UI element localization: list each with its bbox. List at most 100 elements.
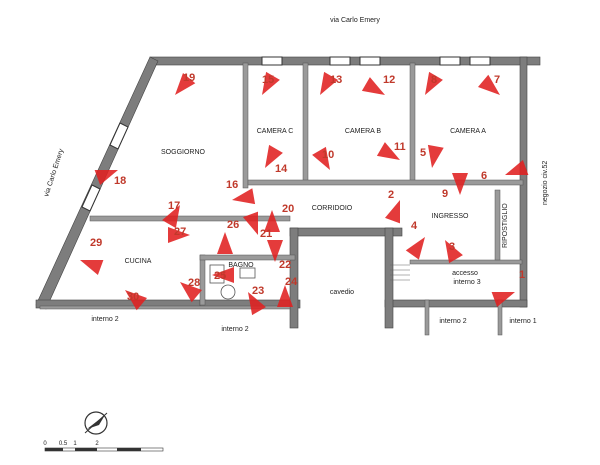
viewpoint-number: 24 [285,276,298,288]
viewpoint-marker: 17 [162,200,180,229]
room-cavedio: cavedio [330,289,354,296]
viewpoint-marker: 22 [267,240,291,271]
viewpoint-wedge-icon [478,74,500,95]
viewpoint-number: 25 [214,270,226,282]
viewpoint-number: 22 [279,259,291,271]
viewpoint-wedge-icon [248,292,266,316]
viewpoint-marker: 20 [264,203,294,232]
viewpoint-wedge-icon [94,170,118,185]
viewpoint-marker: 11 [376,141,406,160]
room-corridoio: CORRIDOIO [312,205,353,212]
viewpoint-number: 9 [442,188,448,200]
viewpoint-number: 18 [114,175,126,187]
viewpoint-wedge-icon [445,240,463,264]
scale-tick-3: 2 [95,441,99,447]
viewpoint-marker: 9 [442,173,468,200]
room-bagno: BAGNO [228,262,254,269]
viewpoint-wedge-icon [405,237,425,260]
viewpoint-marker: 4 [405,220,425,260]
room-cucina: CUCINA [125,258,152,265]
scale-bar: 0 0.5 1 2 [43,441,164,452]
viewpoint-number: 30 [127,291,139,303]
viewpoint-wedge-icon [320,71,338,95]
viewpoint-number: 11 [394,141,406,153]
viewpoint-wedge-icon [243,211,258,235]
viewpoint-number: 2 [388,189,394,201]
street-left-label: via Carlo Emery [43,148,65,198]
accesso-line2: interno 3 [453,279,480,286]
room-camera-b: CAMERA B [345,128,382,135]
viewpoint-wedge-icon [162,205,180,229]
viewpoint-marker: 8 [425,71,443,95]
scale-tick-0: 0 [43,441,47,447]
viewpoint-wedge-icon [267,240,283,262]
stair-hatch [390,264,410,281]
viewpoint-wedge-icon [80,260,104,275]
viewpoint-wedge-icon [212,267,234,283]
viewpoint-number: 13 [330,74,342,86]
viewpoint-marker: 25 [212,267,234,283]
neighbor-interno-1: interno 1 [509,318,536,325]
viewpoint-number: 6 [481,170,487,182]
viewpoint-wedge-icon [265,144,283,168]
viewpoint-number: 4 [411,220,418,232]
viewpoint-wedge-icon [175,73,196,95]
viewpoint-marker: 30 [125,290,147,311]
viewpoint-marker: 21 [243,211,272,240]
viewpoint-marker: 27 [168,226,190,243]
viewpoint-wedge-icon [277,285,293,307]
viewpoint-marker: 15 [262,71,280,95]
room-camera-a: CAMERA A [450,128,486,135]
viewpoint-number: 8 [431,74,437,86]
viewpoint-number: 7 [494,74,500,86]
viewpoint-wedge-icon [452,173,468,195]
viewpoint-number: 10 [322,149,334,161]
viewpoint-marker: 18 [94,170,126,187]
viewpoint-wedge-icon [361,77,385,95]
viewpoint-wedge-icon [425,71,443,95]
labels: via Carlo Emery via Carlo Emery negozio … [43,17,549,333]
viewpoint-wedge-icon [264,210,280,232]
street-right-label: negozio civ.52 [542,161,549,205]
viewpoint-marker: 26 [217,219,239,254]
viewpoint-wedge-icon [125,290,147,311]
viewpoint-number: 12 [383,74,395,86]
viewpoint-wedge-icon [232,188,256,205]
viewpoint-wedge-icon [505,160,529,175]
viewpoint-marker: 2 [385,189,400,224]
accesso-line1: accesso [452,270,478,277]
viewpoint-number: 15 [262,74,274,86]
viewpoint-wedge-icon [376,142,400,160]
viewpoint-number: 5 [420,147,426,159]
scale-tick-2: 1 [73,441,77,447]
viewpoint-number: 19 [183,72,195,84]
viewpoint-marker: 6 [481,160,529,182]
viewpoint-marker: 14 [265,144,288,175]
viewpoint-number: 20 [282,203,294,215]
neighbor-interno-2-mid: interno 2 [221,326,248,333]
viewpoint-marker: 3 [445,240,463,264]
room-ingresso: INGRESSO [432,213,470,220]
viewpoint-marker: 13 [320,71,342,95]
viewpoint-marker: 7 [478,74,500,95]
room-ripostiglio: RIPOSTIGLIO [502,203,509,248]
scale-tick-1: 0.5 [59,441,68,447]
viewpoint-wedge-icon [180,282,202,303]
viewpoint-number: 23 [252,285,264,297]
room-soggiorno: SOGGIORNO [161,149,206,156]
viewpoint-number: 16 [226,179,238,191]
north-arrow-icon [84,411,108,435]
viewpoint-wedge-icon [385,200,400,224]
viewpoint-wedge-icon [312,146,330,170]
viewpoint-marker: 23 [248,285,266,316]
viewpoint-marker: 1 [491,269,525,307]
inner-walls [39,62,524,336]
viewpoint-wedge-icon [168,227,190,243]
viewpoint-number: 28 [188,277,200,289]
viewpoint-markers: 1234567891011121314151617181920212223242… [80,71,529,316]
viewpoint-number: 29 [90,237,102,249]
viewpoint-wedge-icon [217,232,233,254]
viewpoint-number: 26 [227,219,239,231]
viewpoint-marker: 29 [80,237,104,275]
viewpoint-marker: 28 [180,277,202,303]
